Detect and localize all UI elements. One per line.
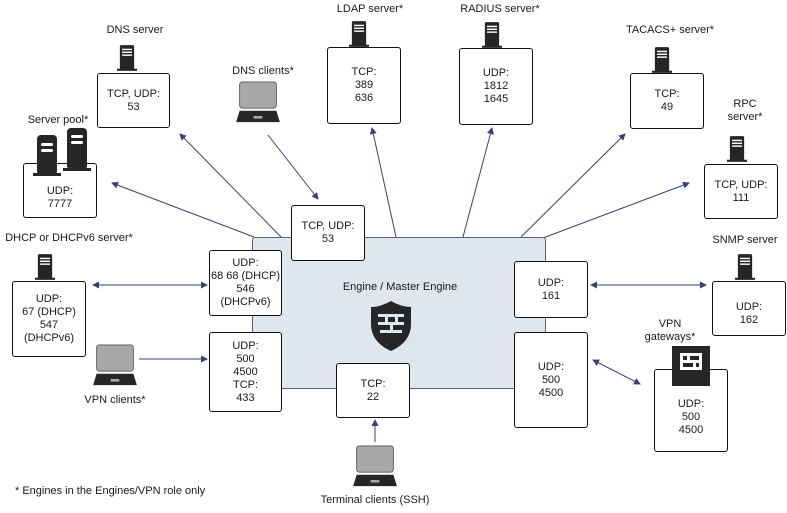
- rpc-label-line-1: RPC: [733, 98, 757, 110]
- dhcp-server-box: UDP: 67 (DHCP) 547 (DHCPv6): [12, 281, 86, 357]
- rpc-server-label: RPC server*: [715, 98, 775, 124]
- arrow-to-rpc-server: [542, 181, 690, 239]
- port-line: TCP:: [360, 377, 386, 390]
- tacacs-server-label: TACACS+ server*: [625, 24, 715, 36]
- laptop-icon: [236, 81, 280, 123]
- port-line: 4500: [678, 424, 704, 436]
- footnote: * Engines in the Engines/VPN role only: [15, 485, 206, 497]
- dns-server-label: DNS server: [106, 24, 164, 36]
- port-line: 111: [732, 191, 750, 204]
- arrow-to-server-pool: [111, 181, 255, 238]
- port-line: 500: [681, 411, 701, 423]
- engine-port-vpn-clients: UDP: 500 4500 TCP: 433: [209, 332, 282, 412]
- port-line: TCP:: [654, 88, 680, 100]
- arrow-vpn-gateways: [592, 359, 641, 385]
- engine-port-dns: TCP, UDP: 53: [291, 205, 365, 261]
- port-line: 162: [739, 313, 759, 326]
- port-line: UDP:: [232, 339, 259, 352]
- firewall-shield-icon: [371, 301, 411, 351]
- arrow-to-radius-server: [462, 127, 494, 238]
- port-line: UDP:: [537, 360, 565, 373]
- port-line: 500: [236, 352, 255, 365]
- server-icon: [652, 47, 672, 73]
- port-line: 433: [236, 391, 255, 404]
- server-icon: [117, 45, 137, 71]
- port-line: 161: [541, 289, 561, 302]
- radius-server-box: UDP: 1812 1645: [459, 48, 533, 125]
- port-line: UDP:: [46, 184, 74, 197]
- port-line: (DHCPv6): [220, 296, 271, 308]
- port-line: UDP:: [735, 300, 763, 313]
- port-line: UDP:: [232, 257, 259, 269]
- terminal-clients-label: Terminal clients (SSH): [320, 494, 430, 506]
- port-line: TCP:: [351, 66, 377, 78]
- snmp-server-box: UDP: 162: [712, 281, 786, 336]
- server-icon: [735, 254, 755, 280]
- port-line: 53: [127, 100, 140, 113]
- server-icon: [727, 136, 747, 162]
- arrow-from-dns-clients: [267, 134, 319, 200]
- port-line: 4500: [538, 386, 564, 399]
- server-pool-label: Server pool*: [27, 114, 89, 126]
- port-line: TCP, UDP:: [301, 220, 355, 232]
- port-line: UDP:: [677, 398, 705, 410]
- firewall-icon: [672, 346, 710, 386]
- server-icon: [349, 21, 369, 47]
- vpn-gateways-label-line-1: VPN: [658, 318, 682, 330]
- rpc-server-box: TCP, UDP: 111: [704, 164, 778, 219]
- port-line: 1645: [483, 93, 509, 105]
- server-icon: [482, 22, 502, 48]
- port-line: TCP, UDP:: [107, 87, 160, 100]
- ldap-server-box: TCP: 389 636: [327, 47, 401, 124]
- dns-server-box: TCP, UDP: 53: [97, 73, 170, 128]
- port-line: 636: [354, 92, 374, 104]
- port-line: 4500: [233, 365, 258, 378]
- port-line: TCP, UDP:: [714, 178, 768, 191]
- port-line: 500: [541, 373, 561, 386]
- laptop-icon: [353, 445, 397, 487]
- port-line: TCP:: [232, 378, 259, 391]
- tacacs-server-box: TCP: 49: [630, 73, 704, 129]
- server-pool-icon: [33, 128, 91, 176]
- server-icon: [35, 254, 55, 280]
- engine-port-dhcp: UDP: 68 68 (DHCP) 546 (DHCPv6): [209, 250, 282, 316]
- rpc-label-line-2: server*: [727, 111, 763, 123]
- dhcp-server-label: DHCP or DHCPv6 server*: [5, 232, 133, 244]
- port-line: 67 (DHCP): [22, 306, 76, 318]
- radius-server-label: RADIUS server*: [460, 3, 540, 15]
- port-line: 389: [354, 79, 374, 91]
- port-line: 7777: [47, 197, 73, 210]
- port-line: 1812: [483, 80, 509, 92]
- arrow-to-ldap-server: [369, 127, 397, 238]
- laptop-icon: [93, 344, 137, 386]
- arrow-to-dns-server: [179, 133, 283, 239]
- port-line: 49: [660, 101, 674, 113]
- vpn-gateways-label-line-2: gateways*: [644, 331, 696, 343]
- port-line: (DHCPv6): [23, 332, 75, 344]
- port-line: 22: [366, 390, 380, 403]
- dns-clients-label: DNS clients*: [232, 65, 294, 77]
- port-line: 53: [321, 233, 335, 245]
- port-line: UDP:: [537, 276, 565, 289]
- snmp-server-label: SNMP server: [712, 234, 778, 246]
- ldap-server-label: LDAP server*: [336, 3, 404, 15]
- port-line: 547: [39, 319, 59, 331]
- port-line: UDP:: [35, 293, 63, 305]
- vpn-gateways-label: VPN gateways*: [640, 318, 700, 344]
- engine-title: Engine / Master Engine: [342, 281, 458, 293]
- server-pool-box: UDP: 7777: [23, 163, 97, 218]
- engine-port-ssh: TCP: 22: [336, 363, 410, 418]
- vpn-clients-label: VPN clients*: [84, 394, 146, 406]
- engine-port-snmp: UDP: 161: [514, 261, 588, 318]
- engine-port-vpn-gateways: UDP: 500 4500: [514, 332, 588, 428]
- port-line: UDP:: [482, 67, 510, 79]
- port-line: 546: [236, 283, 255, 295]
- arrow-to-tacacs-server: [520, 133, 626, 238]
- port-line: 68 68 (DHCP): [210, 270, 281, 282]
